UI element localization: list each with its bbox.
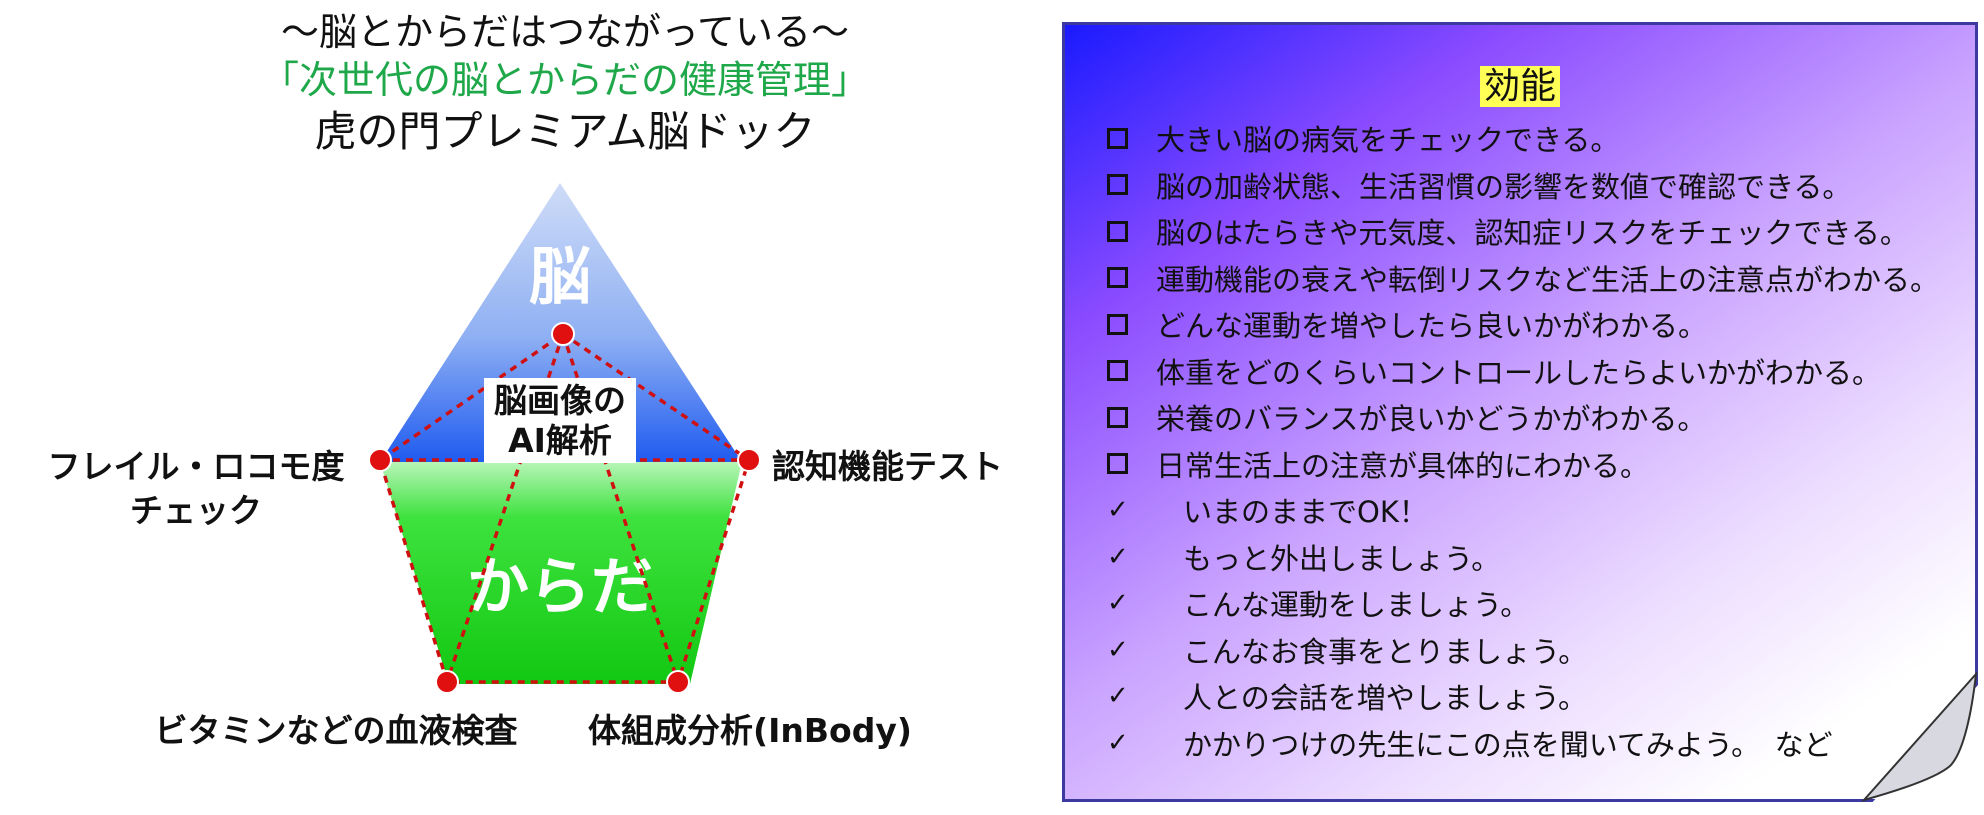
benefit-item-text: 大きい脳の病気をチェックできる。 [1156,123,1620,158]
title-block: ～脳とからだはつながっている～ 「次世代の脳とからだの健康管理」 虎の門プレミア… [140,8,990,160]
body-label: からだ [467,550,653,623]
checkmark-icon: ✓ [1107,588,1129,619]
checkmark-icon: ✓ [1107,727,1129,758]
checkbox-square-icon [1107,220,1128,242]
benefit-item-text: 日常生活上の注意が具体的にわかる。 [1156,448,1650,483]
benefit-item-text: 運動機能の衰えや転倒リスクなど生活上の注意点がわかる。 [1156,262,1940,297]
benefit-item-text: いまのままでOK！ [1183,495,1428,530]
benefit-item-text: 脳の加齢状態、生活習慣の影響を数値で確認できる。 [1156,169,1852,204]
checkbox-square-icon [1107,406,1128,428]
benefits-list: 大きい脳の病気をチェックできる。脳の加齢状態、生活習慣の影響を数値で確認できる。… [1103,115,1955,766]
benefit-item-text: かかりつけの先生にこの点を聞いてみよう。 など [1183,727,1833,762]
center-label-bg [484,378,636,463]
node-brain-ai [551,322,575,346]
node-frailty [368,448,392,472]
benefit-item: ✓ こんなお食事をとりましょう。 [1103,627,1955,674]
benefit-item-text: 脳のはたらきや元気度、認知症リスクをチェックできる。 [1156,216,1909,251]
benefit-item: 運動機能の衰えや転倒リスクなど生活上の注意点がわかる。 [1103,255,1955,302]
brain-label: 脳 [529,240,591,313]
benefits-panel: 効能 大きい脳の病気をチェックできる。脳の加齢状態、生活習慣の影響を数値で確認で… [1062,22,1978,802]
brain-body-pentagon-diagram: 脳 からだ 脳画像の AI解析 フレイル・ロコモ度 チェック 認知機能テスト ビ… [48,183,1003,750]
benefit-item: どんな運動を増やしたら良いかがわかる。 [1103,301,1955,348]
benefit-item-text: もっと外出しましょう。 [1183,541,1501,576]
node-blood-test [435,670,459,694]
checkmark-icon: ✓ [1107,541,1129,572]
subtitle-health-management: 「次世代の脳とからだの健康管理」 [260,58,869,102]
blood-test-label: ビタミンなどの血液検査 [155,711,518,750]
benefit-item: ✓ もっと外出しましょう。 [1103,534,1955,581]
inbody-label: 体組成分析(InBody) [588,711,912,750]
center-label-line2: AI解析 [508,421,612,460]
benefit-item: 栄養のバランスが良いかどうかがわかる。 [1103,394,1955,441]
dashed-pentagon [377,331,752,684]
benefit-item: 脳の加齢状態、生活習慣の影響を数値で確認できる。 [1103,162,1955,209]
checkmark-icon: ✓ [1107,634,1129,665]
frailty-label-line2: チェック [130,491,262,530]
checkmark-icon: ✓ [1107,495,1129,526]
node-cognitive [737,448,761,472]
checkbox-square-icon [1107,313,1128,335]
checkmark-icon: ✓ [1107,681,1129,712]
frailty-label-line1: フレイル・ロコモ度 [48,447,345,486]
benefit-item-text: 栄養のバランスが良いかどうかがわかる。 [1156,402,1707,437]
benefit-item-text: こんな運動をしましょう。 [1183,588,1530,623]
dashed-line-center-bottom-right [561,333,680,683]
body-pentagon [380,462,742,684]
center-label-line1: 脳画像の [494,381,626,420]
page-title: 虎の門プレミアム脳ドック [314,107,816,156]
checkbox-square-icon [1107,174,1128,196]
subtitle-connected: ～脳とからだはつながっている～ [280,10,850,54]
benefit-item: ✓ こんな運動をしましょう。 [1103,580,1955,627]
cognitive-test-label: 認知機能テスト [772,447,1003,486]
benefit-item: 大きい脳の病気をチェックできる。 [1103,115,1955,162]
benefit-item-text: 体重をどのくらいコントロールしたらよいかがわかる。 [1156,355,1882,390]
dashed-line-center-bottom-left [445,333,565,683]
benefit-item: 体重をどのくらいコントロールしたらよいかがわかる。 [1103,348,1955,395]
node-inbody [666,670,690,694]
benefit-item: ✓ 人との会話を増やしましょう。 [1103,673,1955,720]
benefit-item-text: 人との会話を増やしましょう。 [1183,681,1587,716]
benefit-item-text: どんな運動を増やしたら良いかがわかる。 [1156,309,1708,344]
page-curl-icon [1860,670,1978,802]
benefits-title: 効能 [1065,65,1975,109]
benefit-item: ✓ かかりつけの先生にこの点を聞いてみよう。 など [1103,720,1955,767]
benefit-item: 脳のはたらきや元気度、認知症リスクをチェックできる。 [1103,208,1955,255]
benefit-item: 日常生活上の注意が具体的にわかる。 [1103,441,1955,488]
checkbox-square-icon [1107,453,1128,475]
checkbox-square-icon [1107,267,1128,289]
benefits-title-text: 効能 [1479,66,1560,107]
benefit-item: ✓ いまのままでOK！ [1103,487,1955,534]
benefit-item-text: こんなお食事をとりましょう。 [1183,634,1588,669]
checkbox-square-icon [1107,360,1128,382]
checkbox-square-icon [1107,127,1128,149]
